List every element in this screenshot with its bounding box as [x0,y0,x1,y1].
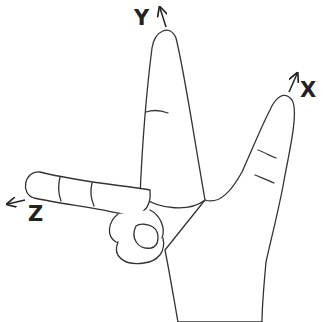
z-arrow [8,200,25,204]
x-arrow [289,74,297,92]
y-arrow [160,8,166,27]
axis-label: Y [134,8,149,29]
hand-sketch [25,30,294,322]
axis-label: X [300,80,316,101]
axis-arrows [8,8,297,204]
axis-label: Z [28,204,43,225]
